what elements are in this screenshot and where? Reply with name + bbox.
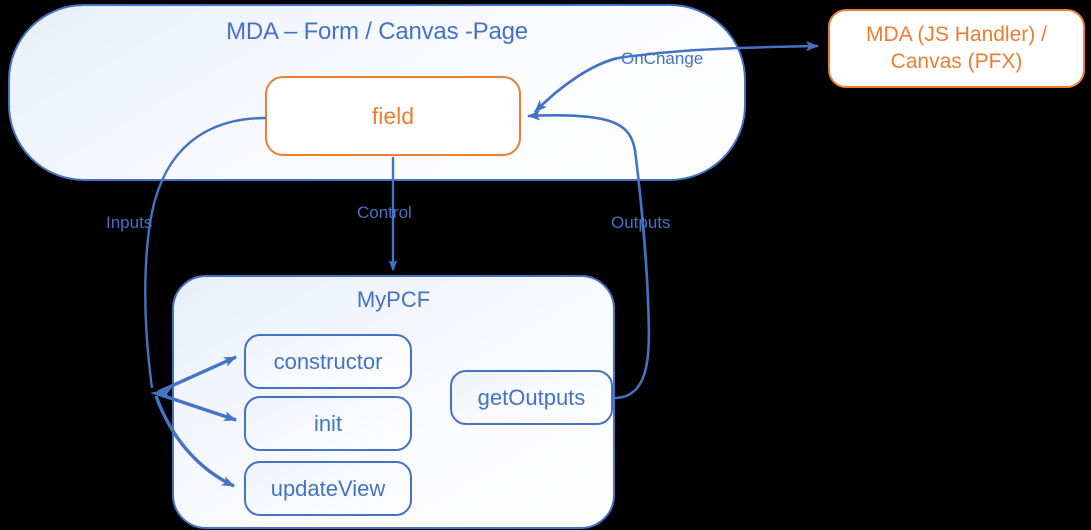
edge-label-outputs: Outputs: [611, 213, 671, 232]
node-getoutputs-label: getOutputs: [477, 384, 586, 410]
node-init-label: init: [313, 410, 343, 436]
node-updateview-label: updateView: [270, 475, 386, 501]
node-field-label: field: [371, 102, 415, 129]
node-mda-js-handler-canvas-pfx[interactable]: MDA (JS Handler) / Canvas (PFX): [828, 9, 1085, 88]
container-mypcf-title: MyPCF: [356, 287, 431, 312]
edge-label-onchange: OnChange: [621, 49, 704, 68]
node-field[interactable]: field: [265, 76, 521, 156]
node-constructor-label: constructor: [273, 348, 383, 374]
node-handler-label: MDA (JS Handler) / Canvas (PFX): [830, 22, 1083, 75]
container-mda-title: MDA – Form / Canvas -Page: [226, 18, 528, 45]
edge-label-inputs: Inputs: [106, 213, 153, 232]
node-getoutputs[interactable]: getOutputs: [450, 370, 613, 425]
node-handler-line2: Canvas (PFX): [890, 49, 1023, 73]
node-handler-line1: MDA (JS Handler) /: [866, 23, 1047, 47]
node-init[interactable]: init: [244, 396, 412, 451]
node-updateview[interactable]: updateView: [244, 461, 412, 516]
edge-label-control: Control: [357, 203, 412, 222]
edge-inputs-arrowhead: [150, 388, 172, 400]
node-constructor[interactable]: constructor: [244, 334, 412, 389]
